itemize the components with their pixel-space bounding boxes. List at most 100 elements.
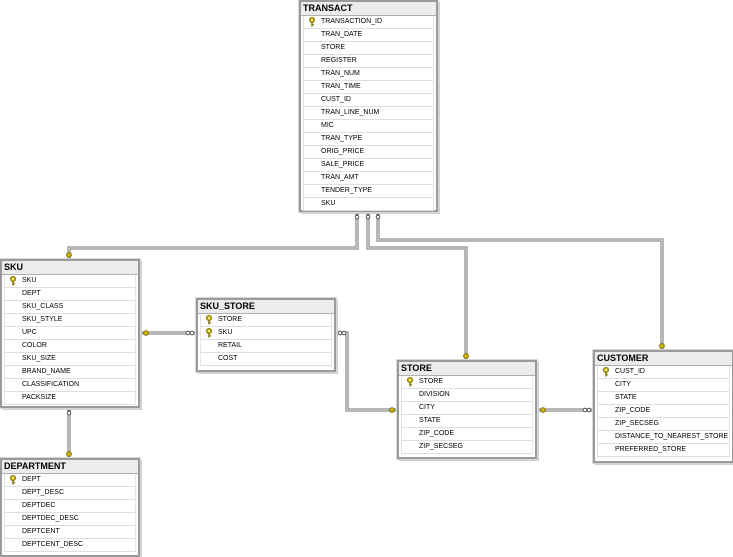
column-row[interactable]: ORIG_PRICE [304, 146, 433, 159]
column-row[interactable]: ZIP_SECSEG [402, 441, 532, 454]
column-row[interactable]: STATE [402, 415, 532, 428]
column-row[interactable]: SKU_CLASS [5, 301, 135, 314]
column-row[interactable]: SKU_SIZE [5, 353, 135, 366]
column-name: COST [218, 355, 238, 362]
column-name: TRAN_AMT [321, 174, 359, 181]
column-row[interactable]: ZIP_SECSEG [598, 418, 729, 431]
column-name: ZIP_SECSEG [419, 443, 463, 450]
column-row[interactable]: DEPTCENT_DESC [5, 539, 135, 552]
column-row[interactable]: DEPTDEC_DESC [5, 513, 135, 526]
column-row[interactable]: TRAN_LINE_NUM [304, 107, 433, 120]
column-row[interactable]: SKU_STYLE [5, 314, 135, 327]
primary-key-icon [406, 377, 414, 387]
column-row[interactable]: TENDER_TYPE [304, 185, 433, 198]
column-row[interactable]: TRAN_NUM [304, 68, 433, 81]
column-name: STATE [615, 394, 637, 401]
column-row[interactable]: COST [201, 353, 331, 366]
column-row[interactable]: COLOR [5, 340, 135, 353]
primary-key-icon [205, 315, 213, 325]
column-name: DIVISION [419, 391, 450, 398]
column-name: SKU_SIZE [22, 355, 56, 362]
column-row[interactable]: DEPTCENT [5, 526, 135, 539]
one-end-key-icon [389, 407, 395, 413]
relationship-sku-department[interactable] [66, 406, 72, 458]
column-row[interactable]: CITY [598, 379, 729, 392]
column-row[interactable]: STORE [304, 42, 433, 55]
column-name: CITY [419, 404, 435, 411]
one-end-key-icon [66, 252, 72, 258]
relationship-sku_store-store[interactable] [336, 330, 397, 413]
column-row[interactable]: STATE [598, 392, 729, 405]
column-row[interactable]: ZIP_CODE [402, 428, 532, 441]
column-row[interactable]: TRAN_DATE [304, 29, 433, 42]
column-name: COLOR [22, 342, 47, 349]
column-row[interactable]: SALE_PRICE [304, 159, 433, 172]
column-row[interactable]: SKU [304, 198, 433, 211]
column-row[interactable]: STORE [402, 376, 532, 389]
relationship-customer-store[interactable] [537, 407, 593, 413]
column-row[interactable]: SKU [5, 275, 135, 288]
column-row[interactable]: TRAN_AMT [304, 172, 433, 185]
column-row[interactable]: TRANSACTION_ID [304, 16, 433, 29]
column-row[interactable]: SKU [201, 327, 331, 340]
many-end-marker [185, 330, 191, 336]
column-name: ORIG_PRICE [321, 148, 365, 155]
many-end-marker [341, 330, 347, 336]
many-end-marker [375, 214, 381, 220]
column-row[interactable]: CUST_ID [304, 94, 433, 107]
column-row[interactable]: DEPT [5, 288, 135, 301]
column-name: REGISTER [321, 57, 357, 64]
column-row[interactable]: CITY [402, 402, 532, 415]
one-end-key-icon [66, 451, 72, 457]
column-row[interactable]: TRAN_TIME [304, 81, 433, 94]
column-row[interactable]: RETAIL [201, 340, 331, 353]
relationship-sku_store-sku[interactable] [140, 330, 196, 336]
column-row[interactable]: DEPT [5, 474, 135, 487]
column-row[interactable]: PACKSIZE [5, 392, 135, 405]
column-row[interactable]: DISTANCE_TO_NEAREST_STORE [598, 431, 729, 444]
column-name: ZIP_SECSEG [615, 420, 659, 427]
one-end-key-icon [463, 353, 469, 359]
relationship-transact-sku[interactable] [66, 210, 360, 259]
column-row[interactable]: PREFERRED_STORE [598, 444, 729, 457]
column-name: TENDER_TYPE [321, 187, 372, 194]
relationship-transact-customer[interactable] [375, 210, 665, 350]
column-row[interactable]: UPC [5, 327, 135, 340]
many-end-marker [582, 407, 588, 413]
primary-key-icon [9, 276, 17, 286]
column-row[interactable]: STORE [201, 314, 331, 327]
table-title: CUSTOMER [595, 352, 732, 366]
column-row[interactable]: CLASSIFICATION [5, 379, 135, 392]
relationship-transact-store[interactable] [365, 210, 469, 360]
column-name: CUST_ID [321, 96, 351, 103]
column-name: DISTANCE_TO_NEAREST_STORE [615, 433, 729, 440]
column-name: DEPT [22, 476, 41, 483]
table-title: STORE [399, 362, 535, 376]
column-name: ZIP_CODE [615, 407, 651, 414]
column-row[interactable]: REGISTER [304, 55, 433, 68]
one-end-key-icon [540, 407, 546, 413]
column-row[interactable]: DEPTDEC [5, 500, 135, 513]
column-name: SKU [22, 277, 37, 284]
column-row[interactable]: MIC [304, 120, 433, 133]
column-row[interactable]: BRAND_NAME [5, 366, 135, 379]
column-name: DEPTDEC_DESC [22, 515, 79, 522]
column-row[interactable]: DEPT_DESC [5, 487, 135, 500]
column-name: DEPTCENT [22, 528, 60, 535]
column-row[interactable]: ZIP_CODE [598, 405, 729, 418]
column-row[interactable]: TRAN_TYPE [304, 133, 433, 146]
column-row[interactable]: CUST_ID [598, 366, 729, 379]
column-name: DEPTCENT_DESC [22, 541, 84, 548]
column-row[interactable]: DIVISION [402, 389, 532, 402]
